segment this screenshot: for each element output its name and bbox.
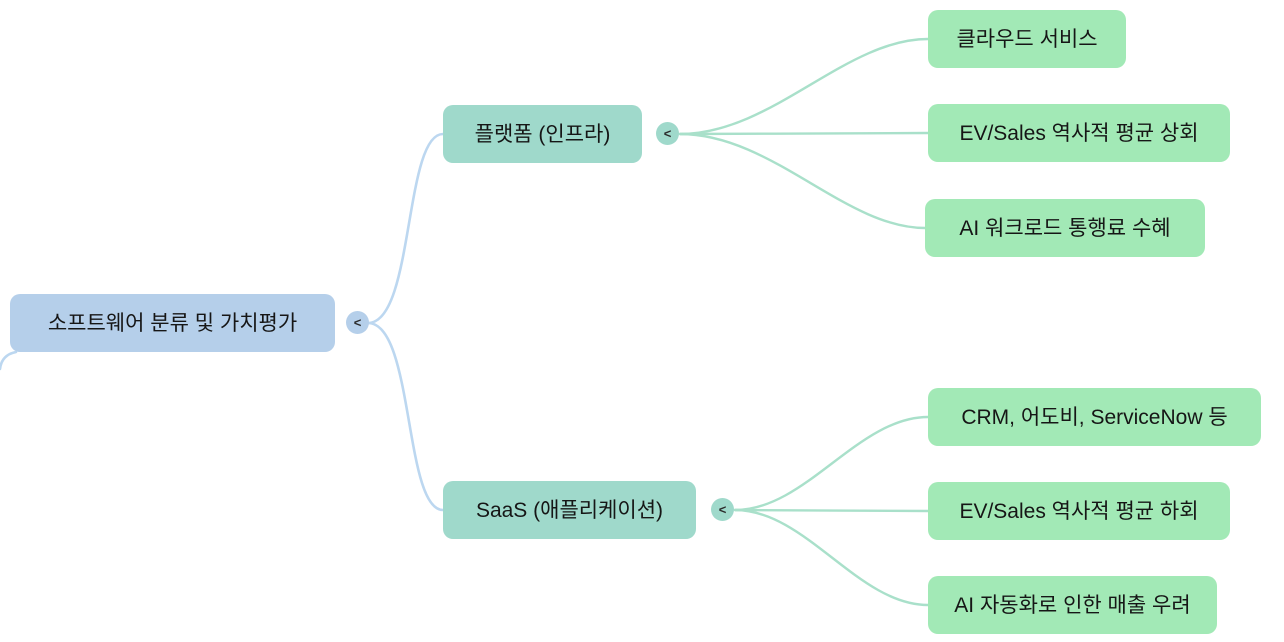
leaf-node-crm-adobe-servicenow[interactable]: CRM, 어도비, ServiceNow 등 [928,388,1261,446]
leaf-node-ev-sales-above[interactable]: EV/Sales 역사적 평균 상회 [928,104,1230,162]
branch-node-platform[interactable]: 플랫폼 (인프라) [443,105,642,163]
edge-saas-crm [733,415,930,512]
edge-saas-ai-automation [733,508,930,607]
leaf-node-ev-sales-below[interactable]: EV/Sales 역사적 평균 하회 [928,482,1230,540]
leaf-node-ai-automation-revenue[interactable]: AI 자동화로 인한 매출 우려 [928,576,1217,634]
edge-saas-ev-sales-below [733,508,930,513]
platform-collapse-toggle[interactable]: < [656,122,679,145]
branch-node-saas[interactable]: SaaS (애플리케이션) [443,481,696,539]
leaf-node-ai-workload-toll[interactable]: AI 워크로드 통행료 수혜 [925,199,1205,257]
saas-collapse-toggle[interactable]: < [711,498,734,521]
edge-platform-ai-workload [678,132,927,230]
edge-root-offscreen [0,350,18,371]
edge-root-saas [366,321,445,512]
root-node[interactable]: 소프트웨어 분류 및 가치평가 [10,294,335,352]
edge-platform-cloud-services [678,37,930,136]
edge-root-platform [366,132,445,325]
root-collapse-toggle[interactable]: < [346,311,369,334]
leaf-node-cloud-services[interactable]: 클라우드 서비스 [928,10,1126,68]
edge-platform-ev-sales-above [678,131,930,136]
